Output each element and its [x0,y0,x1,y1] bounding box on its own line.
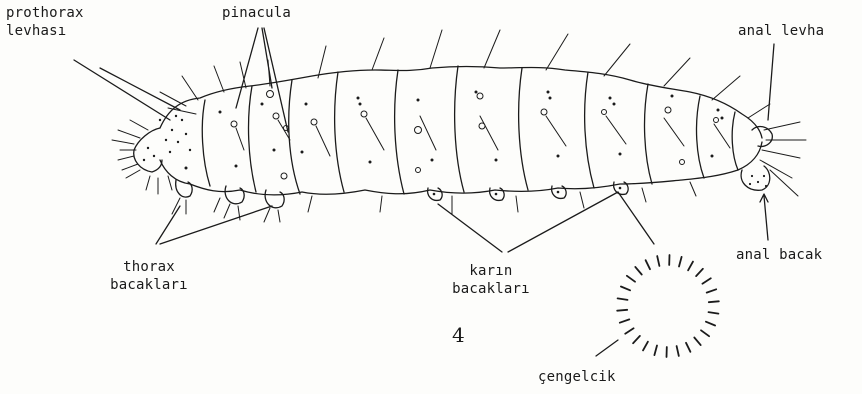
anal-levha-leader [768,44,774,120]
pinacula-marks [185,91,724,180]
anal-proleg [741,104,806,196]
crochet-circle [617,255,719,357]
karin-leader-1 [438,204,502,252]
crochet-hook [709,312,719,314]
crochet-hook [646,260,650,269]
figure-number: 4 [452,326,465,344]
crochet-hook [657,256,659,266]
label-thorax-line1: thorax [94,258,204,276]
karin-leader-2 [508,192,618,252]
crochet-leader [618,192,654,244]
crochet-hook [679,257,682,267]
label-prothorax: prothorax levhası [6,4,84,40]
crochet-hook [696,269,703,276]
label-thorax-legs: thorax bacakları [94,258,204,294]
crochet-hook [621,287,630,291]
crochet-hook [620,319,630,322]
label-anal-bacak: anal bacak [736,246,822,264]
setae [160,30,740,214]
label-thorax-line2: bacakları [94,276,204,294]
larva-body [134,67,762,195]
crochet-hook [706,322,715,326]
anal-bacak-leader [764,196,768,240]
head-texture [112,115,191,194]
crochet-hook [627,276,635,282]
crochet-hook [617,310,627,311]
label-anal-levha: anal levha [738,22,824,40]
label-karin-line1: karın [436,262,546,280]
crochet-hook [643,342,648,351]
crochet-hook [701,330,709,336]
thoracic-legs [172,180,284,222]
crochet-hook [633,336,640,343]
cengelcik-leader [596,340,618,356]
prothorax-leader-2 [100,68,180,110]
pinacula-leader-1 [236,28,258,108]
crochet-hook [654,346,657,356]
prothorax-leader [74,60,170,120]
crochet-hook [707,289,717,292]
label-pinacula: pinacula [222,4,291,22]
crochet-hook [709,301,719,302]
crochet-hook [694,338,700,346]
label-prothorax-line1: prothorax [6,4,84,22]
label-karin-line2: bacakları [436,280,546,298]
crochet-hook [686,343,690,352]
leader-lines [74,28,774,356]
label-prothorax-line2: levhası [6,22,84,40]
crochet-hook [625,328,633,333]
crochet-hook [702,278,710,283]
crochet-hook [618,298,628,300]
label-prolegs: karın bacakları [436,262,546,298]
crochet-hook [677,346,679,356]
label-cengelcik: çengelcik [538,368,616,386]
crochet-hook [635,267,641,275]
crochet-hook [688,262,693,271]
